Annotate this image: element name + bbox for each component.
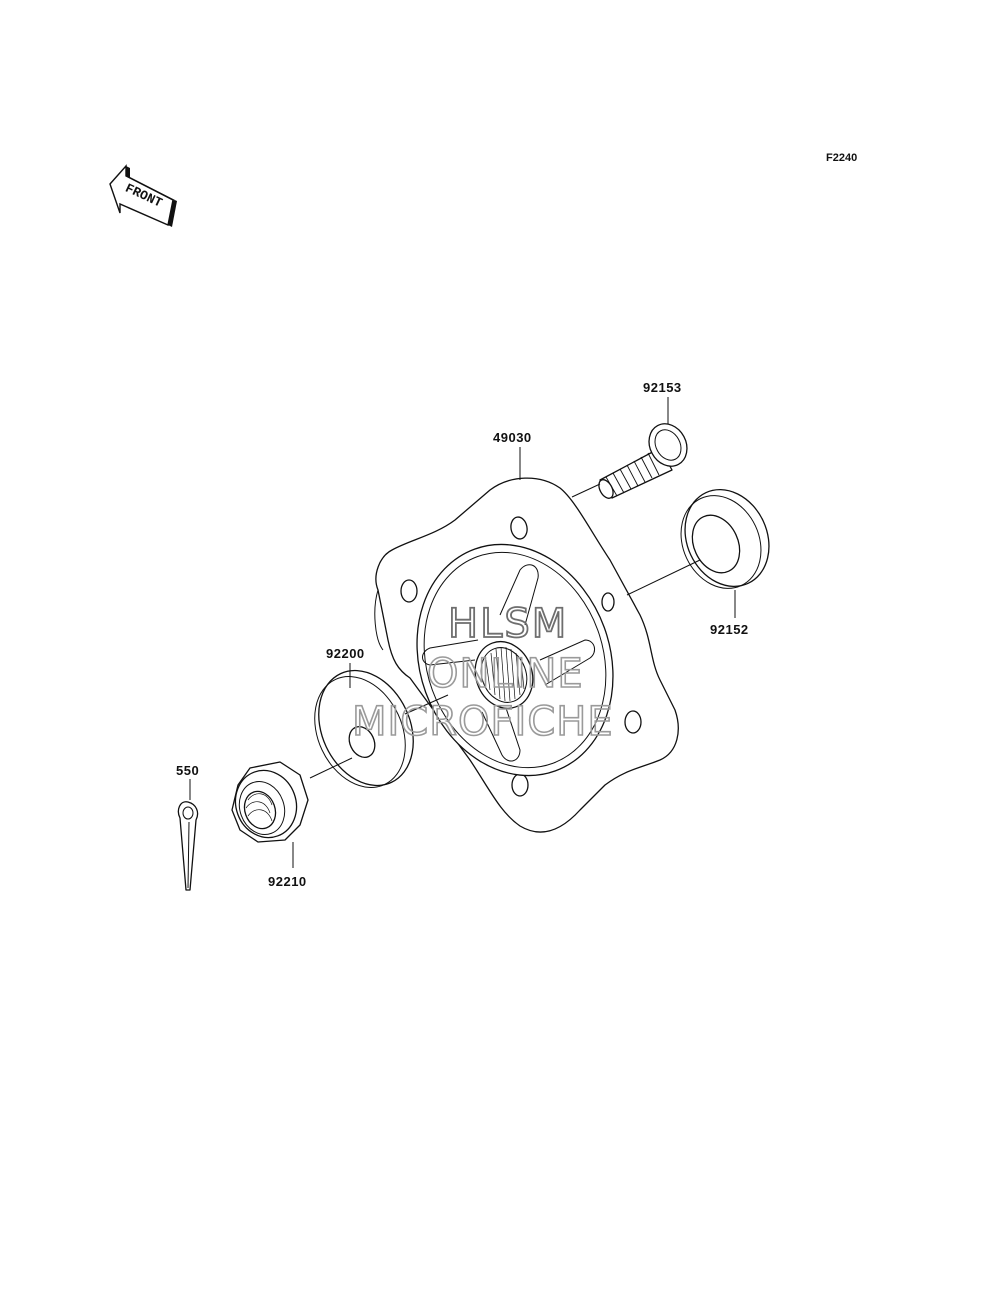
watermark-line-1: HLSM [448, 601, 568, 647]
washer-92200 [314, 669, 414, 788]
label-seal: 92152 [710, 622, 749, 637]
label-nut: 92210 [268, 874, 307, 889]
label-washer: 92200 [326, 646, 365, 661]
label-hub: 49030 [493, 430, 532, 445]
figure-reference: F2240 [826, 152, 857, 164]
label-stud: 92153 [643, 380, 682, 395]
label-cotter-pin: 550 [176, 763, 199, 778]
watermark-line-2: ONLINE [427, 651, 584, 697]
seal-92152 [680, 488, 770, 589]
stud-92153 [598, 423, 688, 499]
front-arrow-icon: FRONT [109, 164, 177, 227]
watermark: HLSM ONLINE MICROFICHE [351, 600, 614, 746]
watermark-line-3: MICROFICHE [352, 699, 614, 745]
cotter-pin-550 [177, 801, 199, 891]
hub-49030 [374, 477, 679, 833]
nut-92210 [231, 761, 309, 843]
